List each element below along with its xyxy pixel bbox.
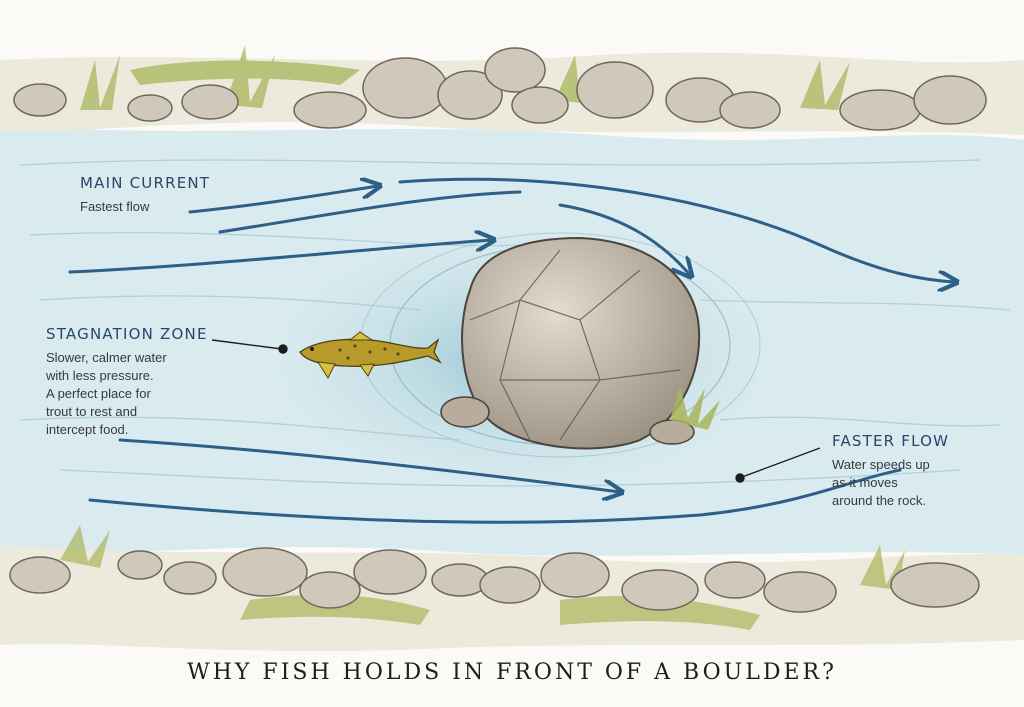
faster-flow-desc-line: as it moves — [832, 475, 898, 490]
stagnation-zone-heading: STAGNATION ZONE — [46, 325, 208, 343]
deflect-arrow — [68, 240, 492, 274]
main-current-arrow — [188, 186, 378, 214]
current-arrows — [68, 177, 955, 524]
faster-flow-label: FASTER FLOW Water speeds up as it moves … — [832, 432, 949, 510]
faster-flow-heading: FASTER FLOW — [832, 432, 950, 450]
faster-flow-desc-line: Water speeds up — [832, 457, 930, 472]
top-rocks — [13, 47, 987, 131]
diagram-title: WHY FISH HOLDS IN FRONT OF A BOULDER? — [187, 660, 837, 685]
water-streaks — [19, 159, 1011, 487]
stagnation-desc-line: A perfect place for — [46, 386, 151, 401]
main-current-description: Fastest flow — [80, 199, 150, 214]
stagnation-desc-line: trout to rest and — [46, 404, 138, 419]
top-riverbank — [0, 45, 1024, 135]
bottom-rocks — [9, 547, 980, 613]
trout — [299, 331, 442, 380]
stagnation-desc-line: intercept food. — [46, 422, 129, 437]
over-boulder-arrow — [558, 203, 690, 275]
leader-lines — [211, 339, 821, 483]
main-current-heading: MAIN CURRENT — [80, 174, 211, 192]
top-grass — [80, 45, 850, 110]
stagnation-desc-line: Slower, calmer water — [46, 350, 167, 365]
stagnation-pointer-dot — [278, 344, 288, 354]
boulder-grass — [670, 385, 720, 430]
lower-flow-arrow — [118, 438, 620, 492]
boulder — [440, 236, 720, 450]
main-flow-arrow — [398, 177, 955, 282]
upper-flow-arrow — [218, 190, 522, 234]
faster-flow-pointer-dot — [735, 473, 745, 483]
bottom-flow-arrow — [88, 468, 902, 524]
small-rock — [440, 396, 490, 428]
stagnation-zone-label: STAGNATION ZONE Slower, calmer water wit… — [46, 325, 208, 439]
faster-flow-desc-line: around the rock. — [832, 493, 926, 508]
bottom-riverbank — [0, 525, 1024, 652]
stagnation-desc-line: with less pressure. — [46, 368, 154, 383]
main-current-label: MAIN CURRENT Fastest flow — [80, 174, 210, 216]
